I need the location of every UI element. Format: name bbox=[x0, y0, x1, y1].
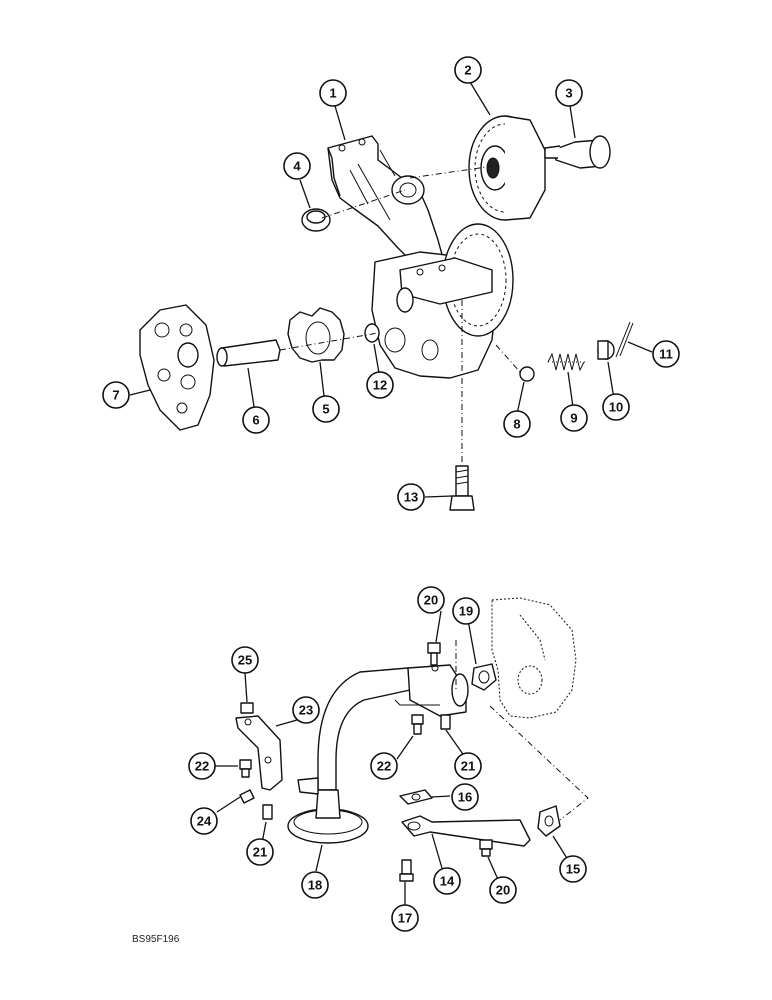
callout-17: 17 bbox=[391, 904, 419, 932]
svg-text:4: 4 bbox=[293, 159, 301, 174]
tube-end-gasket-part bbox=[537, 805, 561, 837]
svg-text:21: 21 bbox=[461, 759, 475, 774]
drive-gear-part bbox=[468, 115, 546, 221]
callout-23: 23 bbox=[292, 696, 320, 724]
callout-21-right: 21 bbox=[454, 752, 482, 780]
pickup-gasket-part bbox=[471, 663, 497, 691]
figure-reference-code: BS95F196 bbox=[132, 934, 180, 945]
tube-gasket-part bbox=[399, 789, 433, 805]
pump-body-part bbox=[371, 223, 514, 379]
svg-text:16: 16 bbox=[458, 790, 472, 805]
bolt-part bbox=[449, 465, 475, 511]
callout-22-left: 22 bbox=[188, 752, 216, 780]
svg-text:7: 7 bbox=[112, 388, 119, 403]
pickup-tube-part bbox=[287, 664, 469, 844]
svg-text:21: 21 bbox=[253, 845, 267, 860]
flange-bolt-lower bbox=[479, 839, 493, 857]
gear-shaft-part bbox=[216, 339, 281, 367]
bushing-part bbox=[301, 208, 331, 232]
nut-part bbox=[240, 702, 254, 714]
svg-text:17: 17 bbox=[398, 911, 412, 926]
tube-bolt-part bbox=[399, 859, 414, 882]
callout-24: 24 bbox=[190, 807, 218, 835]
svg-text:6: 6 bbox=[252, 413, 259, 428]
idler-shaft-part bbox=[544, 135, 611, 169]
svg-text:19: 19 bbox=[459, 604, 473, 619]
svg-text:23: 23 bbox=[299, 703, 313, 718]
callout-12: 12 bbox=[366, 371, 394, 399]
svg-text:22: 22 bbox=[195, 759, 209, 774]
pump-cover-part bbox=[139, 304, 215, 431]
callout-13: 13 bbox=[397, 483, 425, 511]
small-bolts bbox=[239, 714, 451, 820]
svg-text:22: 22 bbox=[377, 759, 391, 774]
callout-1: 1 bbox=[319, 79, 347, 107]
callout-20-top: 20 bbox=[417, 586, 445, 614]
support-bracket-part bbox=[235, 715, 283, 791]
svg-text:20: 20 bbox=[496, 883, 510, 898]
callout-5: 5 bbox=[312, 395, 340, 423]
svg-text:13: 13 bbox=[404, 490, 418, 505]
svg-text:24: 24 bbox=[197, 814, 212, 829]
callout-9: 9 bbox=[560, 404, 588, 432]
callout-14: 14 bbox=[433, 867, 461, 895]
callout-22-right: 22 bbox=[370, 752, 398, 780]
svg-text:14: 14 bbox=[440, 874, 455, 889]
callout-20-lower: 20 bbox=[489, 876, 517, 904]
engine-block-outline bbox=[491, 597, 577, 719]
callout-18: 18 bbox=[301, 871, 329, 899]
callout-25: 25 bbox=[231, 646, 259, 674]
callout-2: 2 bbox=[454, 56, 482, 84]
svg-text:11: 11 bbox=[659, 347, 673, 362]
svg-text:8: 8 bbox=[513, 417, 520, 432]
svg-text:5: 5 bbox=[322, 402, 329, 417]
svg-text:3: 3 bbox=[565, 86, 572, 101]
cotter-pin-part bbox=[615, 321, 634, 358]
svg-text:9: 9 bbox=[570, 411, 577, 426]
callout-6: 6 bbox=[242, 406, 270, 434]
svg-text:2: 2 bbox=[464, 63, 471, 78]
callout-16: 16 bbox=[451, 783, 479, 811]
svg-text:12: 12 bbox=[373, 378, 387, 393]
svg-text:18: 18 bbox=[308, 878, 322, 893]
pump-bracket-part bbox=[327, 135, 445, 271]
callout-8: 8 bbox=[503, 410, 531, 438]
relief-ball-part bbox=[519, 366, 535, 382]
callout-10: 10 bbox=[602, 393, 630, 421]
relief-spring-part bbox=[547, 352, 588, 372]
sleeve-part bbox=[364, 323, 380, 343]
callout-4: 4 bbox=[283, 152, 311, 180]
svg-text:25: 25 bbox=[238, 653, 252, 668]
svg-text:1: 1 bbox=[329, 86, 336, 101]
svg-text:15: 15 bbox=[566, 862, 580, 877]
flange-bolt-top bbox=[427, 642, 441, 666]
callout-3: 3 bbox=[555, 79, 583, 107]
callout-11: 11 bbox=[652, 340, 680, 368]
callout-7: 7 bbox=[102, 381, 130, 409]
callout-15: 15 bbox=[559, 855, 587, 883]
svg-text:20: 20 bbox=[424, 593, 438, 608]
relief-cap-part bbox=[597, 340, 615, 360]
driven-gear-part bbox=[287, 307, 345, 363]
callout-21-left: 21 bbox=[246, 838, 274, 866]
oil-tube-part bbox=[401, 815, 531, 847]
callout-19: 19 bbox=[452, 597, 480, 625]
svg-text:10: 10 bbox=[609, 400, 623, 415]
